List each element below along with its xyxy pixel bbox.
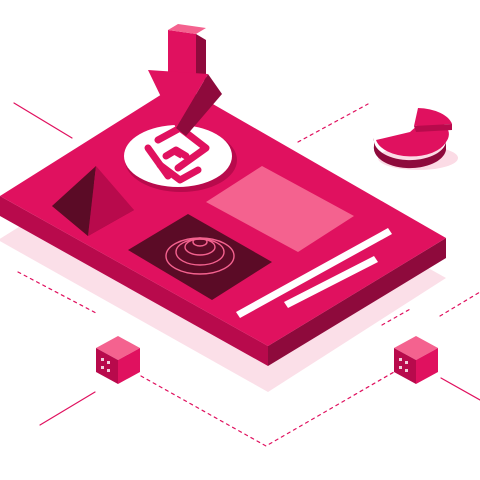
cube-icon-left	[96, 336, 140, 384]
pyramid-face-right	[88, 166, 134, 236]
arrow-head-front	[148, 70, 208, 128]
light-panel	[206, 166, 354, 252]
card-side-right	[268, 238, 446, 366]
pie-slice-side	[414, 124, 452, 132]
ripple-panel-bg	[128, 214, 272, 300]
pie-chart-icon	[373, 108, 458, 170]
pyramid-face-left	[52, 166, 96, 236]
cube-left-face-left	[96, 348, 118, 384]
connector-line-bottom	[140, 371, 395, 447]
ripple-icon	[165, 237, 235, 275]
card-side-left	[0, 196, 268, 366]
pyramid	[52, 166, 134, 236]
logo-badge	[124, 124, 237, 192]
cube-right-marks	[399, 358, 408, 372]
pie-main-side	[373, 138, 446, 169]
arrow-shaft-front	[168, 30, 196, 76]
connector-line-left-mid	[17, 271, 97, 314]
connector-line-right-top	[381, 307, 413, 326]
text-bars	[236, 228, 392, 318]
main-card	[0, 84, 446, 366]
download-arrow-icon	[148, 24, 222, 136]
cube-left-face-right	[118, 348, 140, 384]
logo-dot	[174, 148, 184, 159]
pie-slice	[414, 108, 452, 126]
cube-left-marks	[101, 358, 110, 372]
connector-line-top-right	[297, 103, 369, 143]
connector-lines	[13, 102, 480, 447]
arrow-head-side	[176, 74, 222, 136]
text-bar-1	[236, 228, 392, 318]
connector-line-right-edge	[439, 291, 480, 317]
arrow-shaft-top	[168, 24, 206, 34]
connector-line-top-left	[13, 102, 73, 139]
arrow-shaft-side	[196, 34, 206, 82]
connector-line-left-low	[39, 391, 96, 426]
ripple-panel	[128, 214, 272, 300]
cube-right-face-right	[416, 348, 438, 384]
cube-right-face-left	[394, 348, 416, 384]
text-bar-2	[284, 256, 378, 308]
connector-line-right-low	[440, 377, 480, 401]
cube-icon-right	[394, 336, 438, 384]
